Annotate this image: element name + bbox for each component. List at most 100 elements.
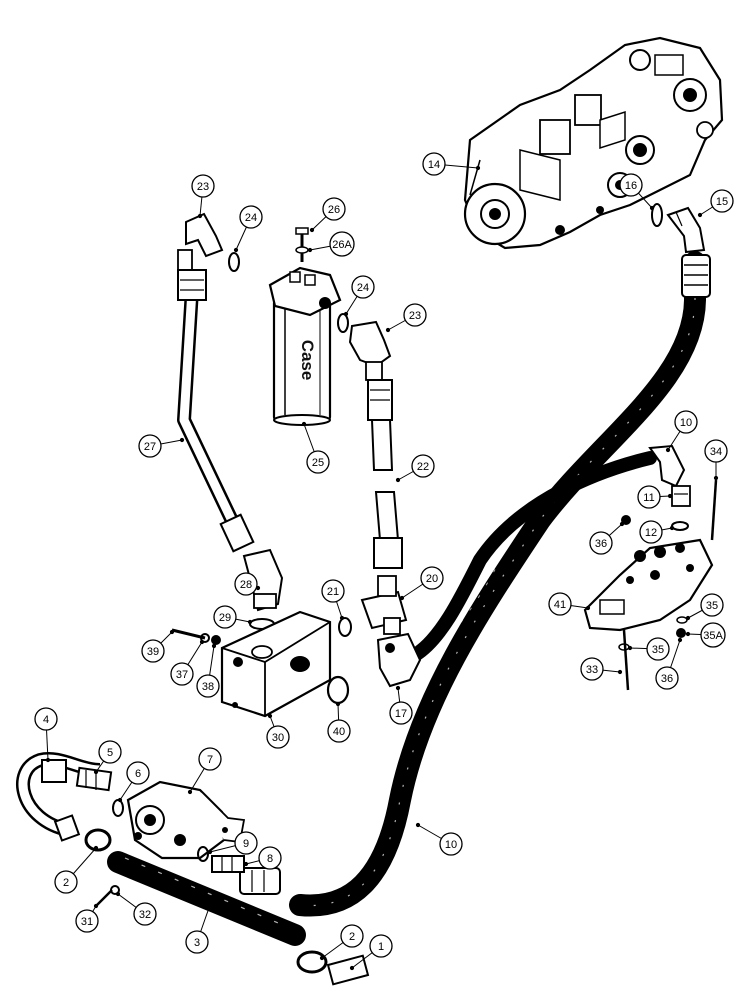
callout-circle (710, 189, 734, 213)
o-ring-24-right (337, 313, 349, 333)
callout-35a: 35A (700, 622, 726, 648)
leader-arrowhead (247, 619, 253, 625)
callout-number: 35 (706, 600, 718, 612)
gear-pump-7 (126, 780, 246, 860)
callout-circle (700, 593, 724, 617)
o-ring-40 (326, 675, 350, 705)
callout-35: 35 (700, 593, 724, 617)
callout-circle (170, 662, 194, 686)
leader-arrowhead (335, 701, 341, 707)
callout-12: 12 (639, 520, 663, 544)
callout-number: 4 (43, 714, 49, 726)
callout-number: 38 (202, 681, 214, 693)
leader-arrowhead (713, 475, 719, 481)
leader-arrowhead (93, 845, 99, 851)
leader-arrowhead (301, 421, 307, 427)
callout-10: 10 (439, 832, 463, 856)
callout-17: 17 (389, 701, 413, 725)
leader-arrowhead (211, 643, 217, 649)
callout-number: 10 (445, 839, 457, 851)
nut-36-top (621, 515, 631, 525)
filter-25: Case (268, 266, 342, 426)
callout-number: 2 (63, 877, 69, 889)
fitting-15 (666, 206, 706, 254)
callout-circle (196, 674, 220, 698)
callout-39: 39 (141, 639, 165, 663)
callout-circle (589, 531, 613, 555)
leader-arrowhead (339, 615, 345, 621)
callout-circle (185, 930, 209, 954)
pump-14 (463, 36, 724, 250)
washer-32 (110, 885, 120, 895)
callout-circle (75, 909, 99, 933)
callout-number: 25 (312, 457, 324, 469)
leader-arrowhead (117, 797, 123, 803)
leader-arrowhead (667, 493, 673, 499)
leader-arrowhead (243, 861, 249, 867)
callout-number: 12 (645, 527, 657, 539)
callout-circle (403, 303, 427, 327)
callout-5: 5 (98, 740, 122, 764)
bolt-39 (171, 628, 206, 640)
manifold-block-30 (220, 610, 332, 718)
callout-circle (138, 434, 162, 458)
callout-circle (351, 275, 375, 299)
hose-22 (367, 379, 403, 569)
callout-number: 14 (428, 159, 440, 171)
callout-number: 41 (554, 599, 566, 611)
callout-23: 23 (403, 303, 427, 327)
callout-28: 28 (234, 572, 258, 596)
tee-fitting-20 (360, 575, 408, 635)
callout-number: 24 (357, 282, 369, 294)
callout-circle (141, 639, 165, 663)
leader-arrowhead (207, 902, 213, 908)
callout-circle (329, 231, 355, 257)
leader-arrowhead (619, 521, 625, 527)
callout-35: 35 (646, 637, 670, 661)
leader-arrowhead (697, 212, 703, 218)
callout-circle (133, 902, 157, 926)
callout-7: 7 (198, 747, 222, 771)
callout-circle (411, 454, 435, 478)
callout-number: 35A (703, 630, 723, 642)
callout-circle (389, 701, 413, 725)
callout-38: 38 (196, 674, 220, 698)
callout-21: 21 (321, 579, 345, 603)
callout-circle (422, 152, 446, 176)
callout-circle (213, 605, 237, 629)
callout-circle (198, 747, 222, 771)
callout-circle (700, 622, 726, 648)
leader-arrowhead (677, 637, 683, 643)
bolt-26 (295, 227, 309, 262)
clamp-2-lower (296, 950, 328, 974)
callout-11: 11 (637, 485, 661, 509)
callout-number: 23 (409, 310, 421, 322)
callout-37: 37 (170, 662, 194, 686)
callout-6: 6 (126, 761, 150, 785)
callout-circle (580, 657, 604, 681)
callout-33: 33 (580, 657, 604, 681)
o-ring-12 (671, 521, 689, 531)
callout-circle (340, 924, 364, 948)
callout-15: 15 (710, 189, 734, 213)
callout-number: 36 (661, 673, 673, 685)
callout-23: 23 (191, 174, 215, 198)
leader-arrowhead (585, 605, 591, 611)
leader-arrowhead (197, 213, 203, 219)
filter-brand-label: Case (298, 340, 317, 381)
callout-4: 4 (34, 707, 58, 731)
leader-arrowhead (685, 615, 691, 621)
callout-26: 26 (322, 197, 346, 221)
leader-arrowhead (669, 525, 675, 531)
washer-26a (295, 246, 309, 254)
callout-30: 30 (266, 725, 290, 749)
callout-36: 36 (655, 666, 679, 690)
leader-arrowhead (319, 955, 325, 961)
callout-circle (54, 870, 78, 894)
nut-36-bottom (676, 628, 686, 638)
callout-number: 37 (176, 669, 188, 681)
callout-9: 9 (234, 831, 258, 855)
callout-number: 27 (144, 441, 156, 453)
